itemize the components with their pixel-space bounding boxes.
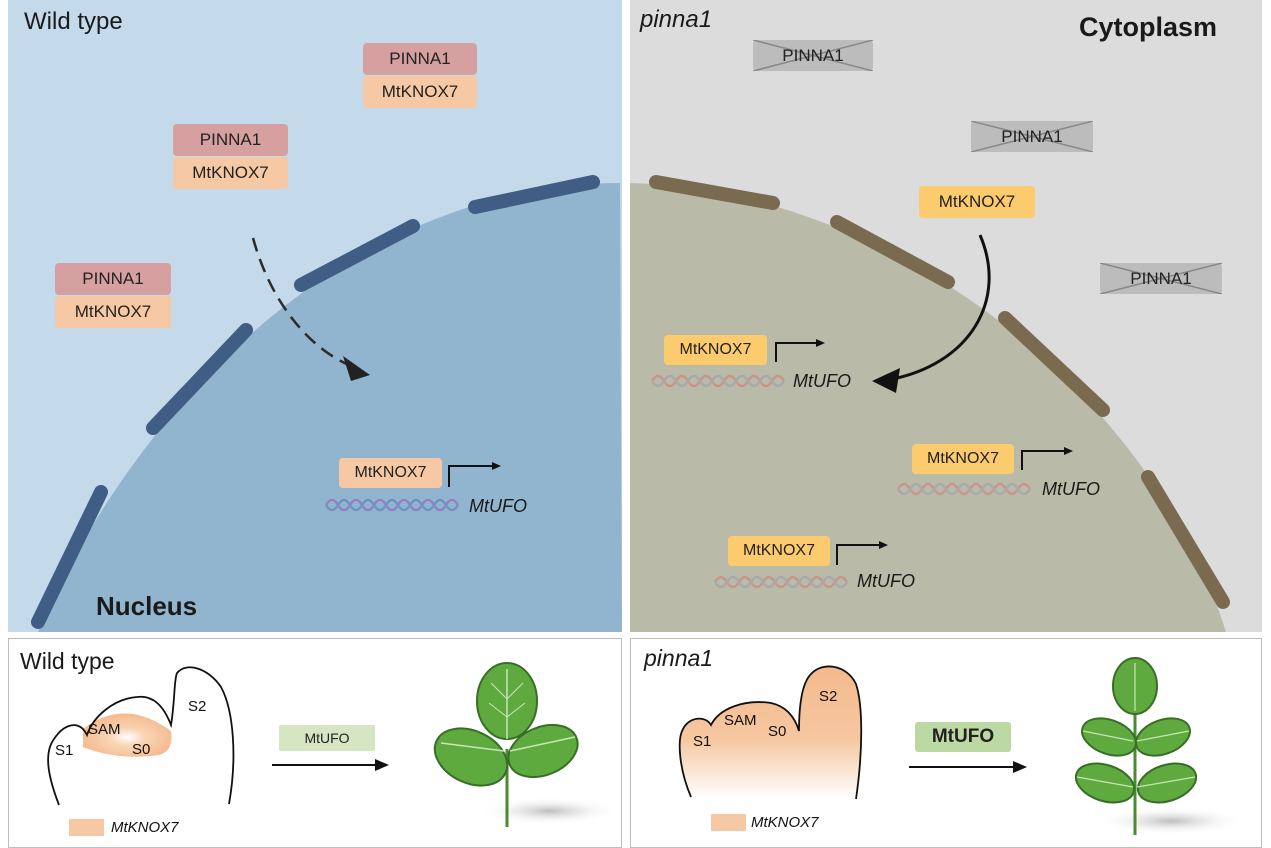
leaf-shadow <box>479 797 619 825</box>
mtknox7-expression-domain <box>83 713 172 757</box>
mtknox7-expression-domain <box>679 666 862 799</box>
pinna1-phenotype-panel: pinna1 SAM S0 S1 S2 MtUFO MtKNOX7 <box>630 638 1262 848</box>
shoot-apex-outline <box>47 666 235 806</box>
cytoplasm-label: Cytoplasm <box>1079 12 1218 42</box>
dna-helix <box>650 374 786 388</box>
tss-arrowhead <box>492 462 501 470</box>
panel-title: pinna1 <box>640 6 713 33</box>
legend-swatch <box>711 814 746 831</box>
gene-label: MtUFO <box>793 371 851 391</box>
pinna1-absent-protein: PINNA1 <box>753 40 873 71</box>
pinna1-protein: PINNA1 <box>173 124 288 156</box>
tss-arrowheads <box>816 339 1073 549</box>
wild-type-phenotype-panel: Wild type SAM S0 S1 S2 MtUFO MtKNOX7 <box>8 638 622 848</box>
trifoliate-leaf <box>433 662 579 827</box>
s1-label: S1 <box>693 733 712 750</box>
pinna1-phenotype-graphic <box>678 657 1246 835</box>
dna-helix <box>713 575 849 589</box>
s1-label: S1 <box>55 742 74 759</box>
pinna1-absent-protein: PINNA1 <box>1100 263 1222 294</box>
dna-helix <box>896 482 1032 496</box>
import-arrow <box>887 234 991 382</box>
mtknox7-free-protein: MtKNOX7 <box>919 186 1035 218</box>
pinna1-absent-protein: PINNA1 <box>971 121 1093 152</box>
nuclear-envelope <box>31 175 600 629</box>
legend-label: MtKNOX7 <box>111 819 179 836</box>
mtknox7-bound-protein: MtKNOX7 <box>339 458 442 488</box>
s0-label: S0 <box>768 723 787 740</box>
leaf-shadow <box>1096 807 1246 835</box>
legend-swatch <box>69 819 104 836</box>
mtknox7-bound-protein: MtKNOX7 <box>912 444 1014 474</box>
s0-label: S0 <box>132 741 151 758</box>
mtufo-signal: MtUFO <box>915 722 1011 752</box>
mtknox7-bound-protein: MtKNOX7 <box>728 536 830 566</box>
sam-label: SAM <box>724 712 757 729</box>
nuclear-envelope <box>649 175 1230 609</box>
tss-arrow <box>448 465 495 487</box>
shoot-apex-outline <box>678 665 863 800</box>
panel-title: Wild type <box>24 8 123 35</box>
gene-label: MtUFO <box>1042 479 1100 499</box>
s2-label: S2 <box>188 698 207 715</box>
wild-type-phenotype-graphic <box>47 662 619 836</box>
import-arrowhead <box>343 356 370 381</box>
mtknox7-protein: MtKNOX7 <box>173 157 288 189</box>
s2-label: S2 <box>819 688 838 705</box>
nucleus-area <box>630 183 1226 632</box>
sam-label: SAM <box>88 721 121 738</box>
pinna1-protein: PINNA1 <box>55 263 171 295</box>
legend-label: MtKNOX7 <box>751 814 819 831</box>
wild-type-cell-panel: Wild type PINNA1 MtKNOX7 PINNA1 MtKNOX7 … <box>8 0 622 632</box>
pinna1-cell-panel: pinna1 Cytoplasm PINNA1 PINNA1 PINNA1 Mt… <box>630 0 1262 632</box>
gene-label: MtUFO <box>469 496 527 516</box>
process-arrowhead <box>1013 761 1027 773</box>
wild-type-cell-graphic <box>31 175 622 632</box>
process-arrowhead <box>375 759 389 771</box>
mtknox7-protein: MtKNOX7 <box>55 296 171 328</box>
tss-arrows <box>775 342 1067 565</box>
nucleus-label: Nucleus <box>96 591 198 621</box>
gene-label: MtUFO <box>857 571 915 591</box>
import-arrow <box>251 237 357 370</box>
mtknox7-protein: MtKNOX7 <box>363 76 477 108</box>
pinna1-cell-graphic <box>630 175 1230 632</box>
panel-title: Wild type <box>20 648 115 674</box>
pinna1-protein: PINNA1 <box>363 43 477 75</box>
dna-helix <box>324 498 460 512</box>
mtknox7-bound-protein: MtKNOX7 <box>664 335 767 365</box>
mtufo-signal: MtUFO <box>279 725 375 751</box>
import-arrowhead <box>872 368 900 393</box>
nucleus-area <box>38 183 622 632</box>
compound-leaf <box>1074 657 1198 835</box>
panel-title: pinna1 <box>644 645 714 671</box>
